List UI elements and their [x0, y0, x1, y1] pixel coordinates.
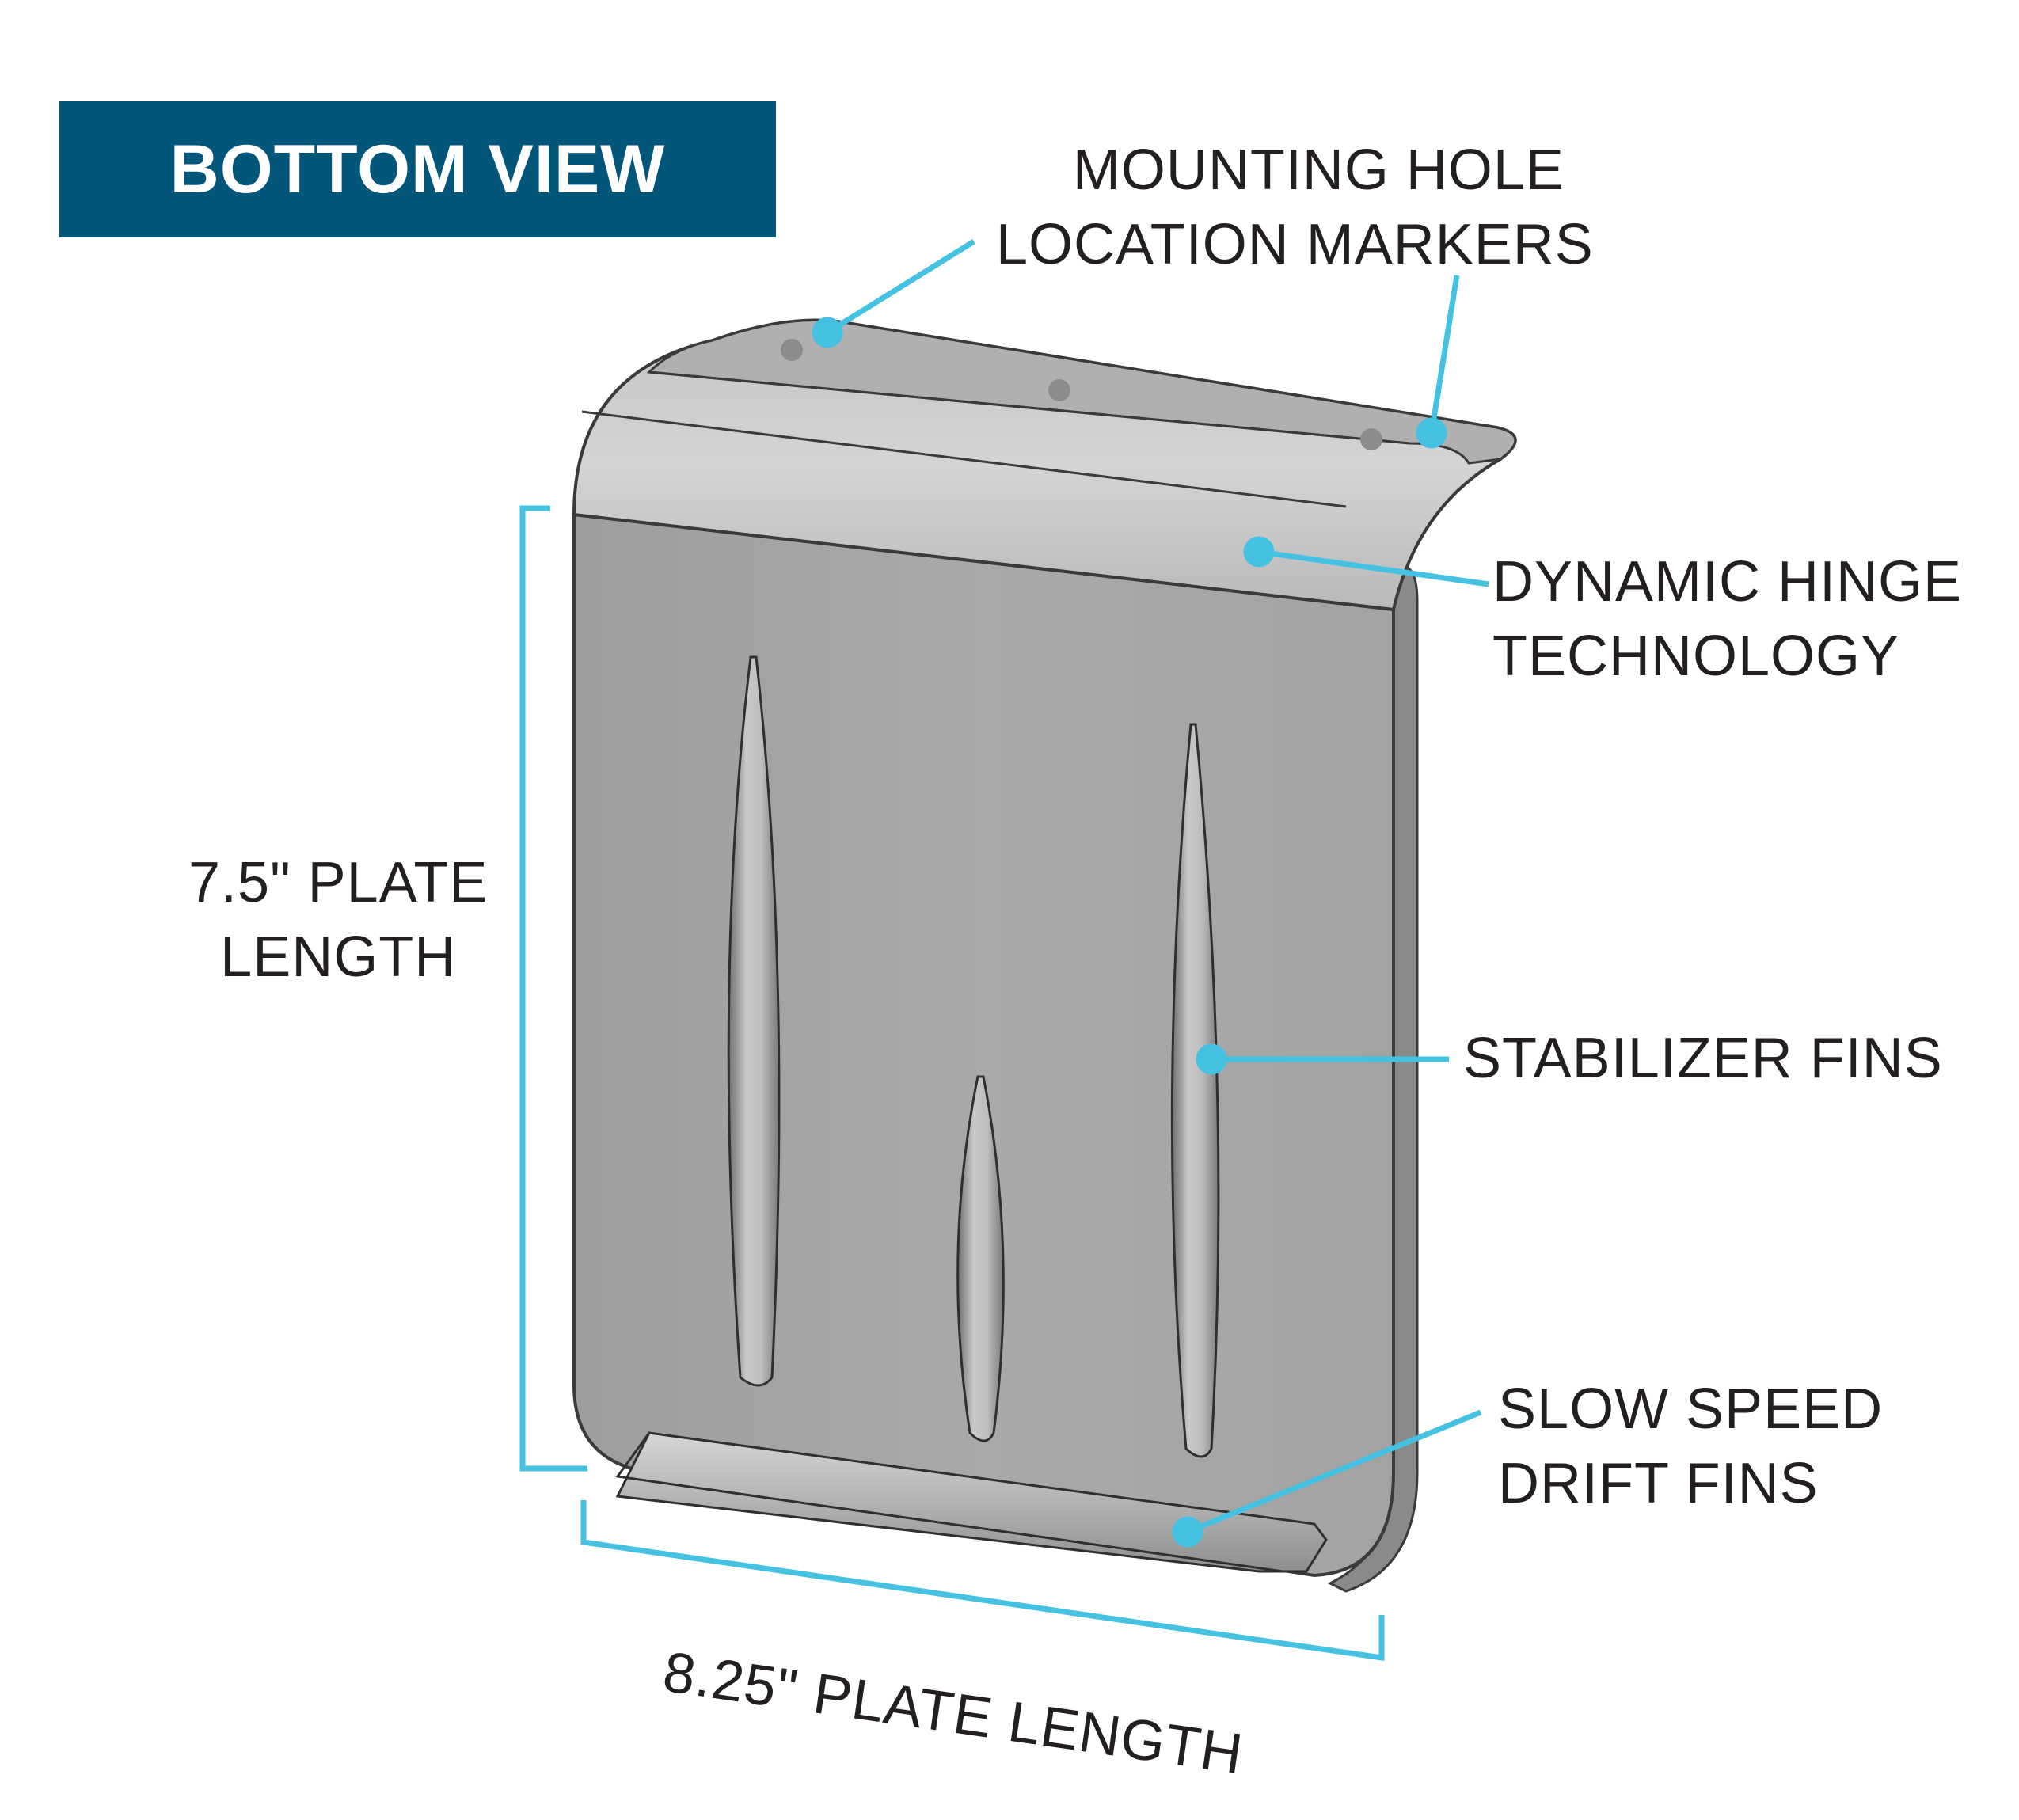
mounting-leader-right — [1428, 275, 1460, 434]
hinge-edge-line — [581, 410, 1347, 508]
plate-length-label: 7.5" PLATE LENGTH — [188, 845, 488, 994]
drift-fin-top-edge — [615, 1432, 1283, 1573]
mounting-marker — [1360, 428, 1382, 450]
stabilizer-fin — [956, 1075, 1005, 1442]
mounting-label-line2: LOCATION MARKERS — [996, 213, 1594, 276]
view-title: BOTTOM VIEW — [169, 131, 666, 207]
stabilizer-leader-dot — [1196, 1043, 1227, 1075]
drift-fins-label: SLOW SPEED DRIFT FINS — [1498, 1372, 1883, 1521]
mounting-label-line1: MOUNTING HOLE — [1072, 139, 1565, 202]
mounting-flange — [646, 318, 1517, 465]
mounting-marker — [781, 339, 803, 361]
stabilizer-fin — [1170, 723, 1220, 1458]
width-dimension-bracket — [580, 1500, 1385, 1662]
length-dimension-bracket — [519, 505, 587, 1472]
plate-length-line2: LENGTH — [220, 925, 457, 989]
hinge-leader-dot — [1243, 536, 1275, 568]
mounting-leader-dot — [812, 317, 843, 348]
stabilizer-fins-label: STABILIZER FINS — [1463, 1021, 1943, 1096]
hinge-label: DYNAMIC HINGE TECHNOLOGY — [1492, 545, 1962, 693]
plate-length-line1: 7.5" PLATE — [188, 851, 489, 914]
view-title-badge: BOTTOM VIEW — [59, 101, 776, 237]
hinge-label-line1: DYNAMIC HINGE — [1492, 550, 1963, 614]
drift-label-line2: DRIFT FINS — [1498, 1452, 1819, 1515]
drift-leader — [1186, 1409, 1482, 1535]
flange-edge-line — [648, 370, 1410, 445]
stabilizer-fin — [727, 655, 781, 1387]
stabilizer-label-line1: STABILIZER FINS — [1463, 1027, 1943, 1090]
drift-label-line1: SLOW SPEED — [1498, 1377, 1884, 1441]
mounting-hole-label: MOUNTING HOLE LOCATION MARKERS — [996, 133, 1594, 282]
mounting-leader-left — [826, 239, 975, 335]
mounting-marker — [1048, 379, 1070, 401]
drift-fin — [615, 1431, 1328, 1573]
mounting-leader-dot — [1416, 417, 1447, 449]
drift-leader-dot — [1172, 1516, 1203, 1548]
hinge-bottom-line — [573, 513, 1394, 611]
hinge-leader — [1258, 549, 1489, 587]
hinge-label-line2: TECHNOLOGY — [1492, 625, 1900, 688]
